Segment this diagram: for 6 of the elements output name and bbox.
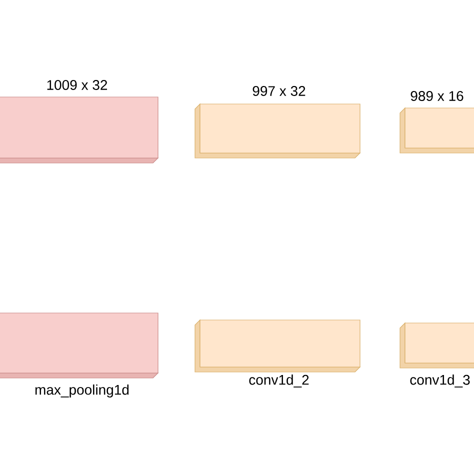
layer-name: conv1d_2 — [249, 374, 309, 388]
layer-name: conv1d_3 — [410, 374, 470, 388]
layer-name: max_pooling1d — [35, 384, 129, 398]
dimension-label: 997 x 32 — [252, 86, 306, 96]
dimension-label: 1009 x 32 — [47, 80, 108, 90]
dimension-label: 989 x 16 — [410, 91, 464, 101]
